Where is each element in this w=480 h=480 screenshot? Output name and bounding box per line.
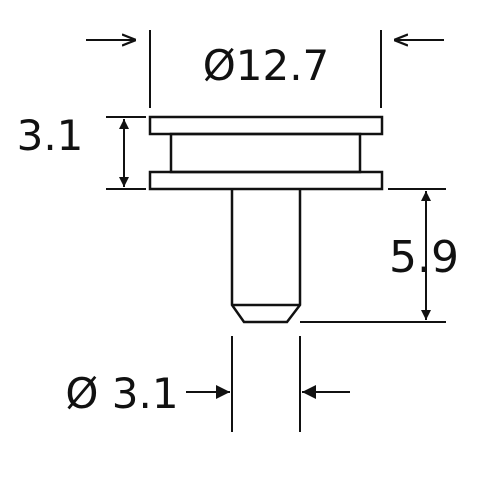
part-outline — [148, 115, 384, 324]
top-flange — [148, 115, 384, 136]
pin-length-dimension — [300, 188, 446, 323]
pin-diameter-dimension — [186, 336, 350, 432]
flange-height-dimension — [106, 116, 146, 190]
top-diameter-label: Ø12.7 — [203, 41, 330, 90]
pin-diameter-label: Ø 3.1 — [65, 369, 178, 418]
pin-length-label: 5.9 — [389, 232, 459, 283]
top-diameter-dimension — [86, 30, 444, 108]
flange-height-label: 3.1 — [17, 111, 84, 160]
pin — [230, 189, 302, 324]
flange-neck — [169, 132, 362, 174]
bottom-flange — [148, 170, 384, 191]
